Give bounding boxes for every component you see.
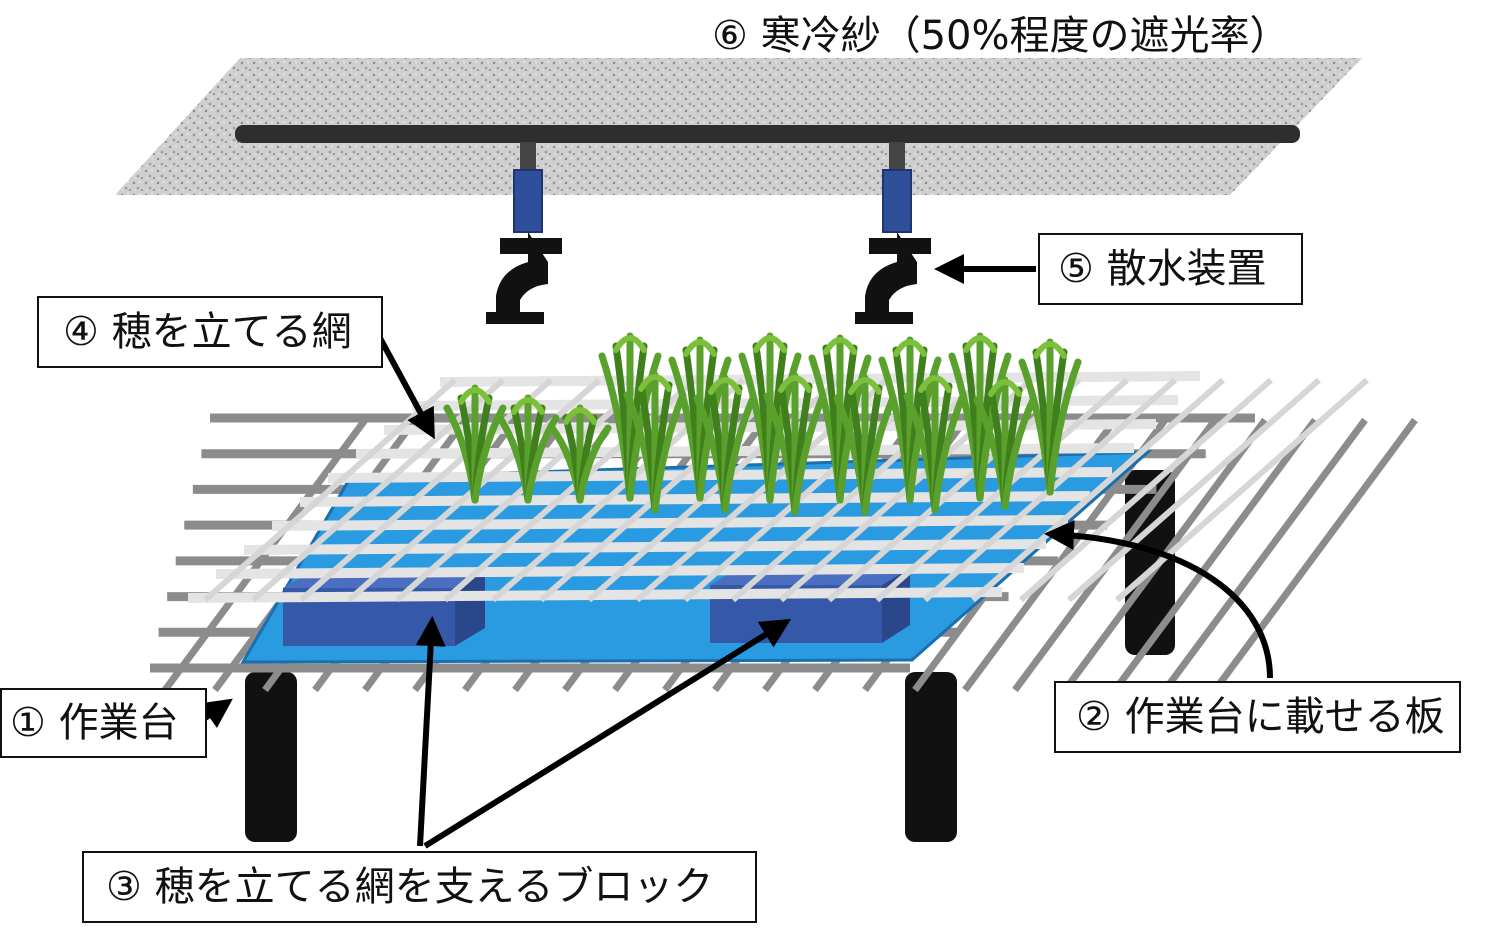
rice-leaf bbox=[1001, 396, 1037, 510]
net-line bbox=[271, 515, 1069, 531]
net-line bbox=[395, 377, 649, 603]
rice-leaf bbox=[721, 394, 757, 514]
rice-leaf bbox=[778, 375, 812, 393]
rice-plant bbox=[548, 404, 612, 504]
water-pipe bbox=[235, 125, 1300, 143]
table-grid-line bbox=[1112, 417, 1318, 693]
rice-leaf bbox=[861, 394, 897, 516]
table-grid-line bbox=[162, 417, 368, 693]
arrow-block-right bbox=[423, 618, 792, 849]
arrow-board bbox=[1044, 520, 1273, 679]
rice-leaf bbox=[836, 354, 872, 504]
rice-leaf bbox=[766, 352, 802, 504]
net-line bbox=[971, 377, 1225, 603]
rice-plants bbox=[443, 332, 1082, 516]
rice-leaf bbox=[576, 424, 612, 504]
rice-plant bbox=[903, 372, 967, 514]
rice-leaf bbox=[753, 335, 787, 353]
net-line bbox=[299, 377, 553, 603]
rice-leaf bbox=[791, 392, 827, 516]
rice-leaf bbox=[976, 352, 1012, 502]
rice-plant bbox=[668, 336, 732, 502]
arrow-net bbox=[377, 336, 435, 440]
support-block-left bbox=[283, 570, 485, 646]
table-grid-line bbox=[1212, 417, 1418, 693]
rice-leaf bbox=[1046, 358, 1082, 496]
rice-leaf bbox=[563, 407, 597, 425]
rice-leaf bbox=[1033, 341, 1067, 359]
rice-leaf bbox=[823, 337, 857, 355]
rice-leaf bbox=[613, 335, 647, 353]
label-ear-net: ④ 穂を立てる網 bbox=[37, 296, 383, 368]
net-line bbox=[1019, 377, 1273, 603]
rice-leaf bbox=[511, 397, 545, 415]
label-support-block: ③ 穂を立てる網を支えるブロック bbox=[82, 851, 757, 923]
rice-plant bbox=[973, 376, 1037, 510]
arrows bbox=[199, 254, 1273, 849]
label-work-table: ① 作業台 bbox=[0, 688, 207, 758]
arrow-block-left bbox=[415, 616, 446, 847]
net-line bbox=[1067, 377, 1321, 603]
rice-plant bbox=[496, 394, 560, 504]
rice-leaf bbox=[626, 352, 662, 502]
table-grid-line bbox=[1012, 417, 1218, 693]
rice-leaf bbox=[931, 392, 967, 514]
rice-leaf bbox=[524, 414, 560, 504]
rice-leaf bbox=[918, 375, 952, 393]
rice-plant bbox=[833, 374, 897, 516]
table-grid-line bbox=[1162, 417, 1368, 693]
sprinkler-left bbox=[486, 142, 562, 324]
net-line bbox=[1115, 377, 1369, 603]
rice-leaf bbox=[893, 339, 927, 357]
rice-leaf bbox=[848, 377, 882, 395]
rice-plant bbox=[738, 332, 802, 504]
rice-leaf bbox=[651, 391, 687, 514]
rice-leaf bbox=[988, 379, 1022, 397]
rice-leaf bbox=[458, 387, 492, 405]
rice-leaf bbox=[696, 356, 732, 502]
net-line bbox=[299, 491, 1091, 507]
label-shade-cloth: ⑥ 寒冷紗（50%程度の遮光率） bbox=[712, 13, 1290, 59]
rice-leaf bbox=[963, 335, 997, 353]
rice-plant bbox=[1018, 338, 1082, 496]
rice-leaf bbox=[638, 374, 672, 392]
label-board: ② 作業台に載せる板 bbox=[1054, 681, 1461, 753]
rice-plant bbox=[693, 374, 757, 514]
rice-plant bbox=[623, 371, 687, 514]
sprinkler-right bbox=[855, 142, 931, 324]
rice-plant bbox=[763, 372, 827, 516]
arrow-table bbox=[199, 698, 233, 729]
rice-leaf bbox=[708, 377, 742, 395]
rice-leaf bbox=[683, 339, 717, 357]
label-sprinkler: ⑤ 散水装置 bbox=[1038, 233, 1303, 305]
net-line bbox=[683, 377, 937, 603]
